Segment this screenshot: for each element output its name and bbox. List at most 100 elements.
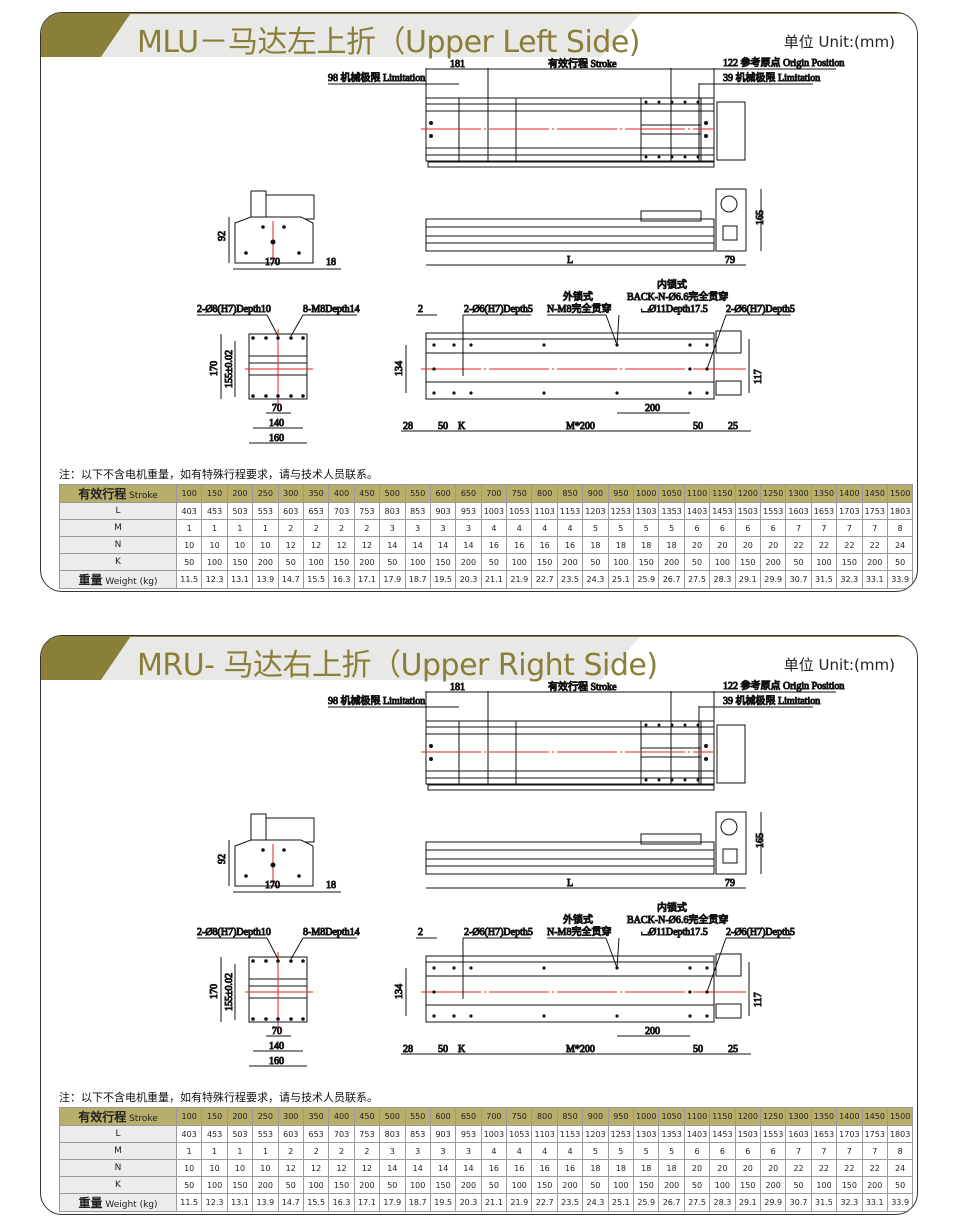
table-cell: 13.1 <box>226 1193 254 1212</box>
table-cell: 1350 <box>810 484 838 503</box>
table-cell: 100 <box>810 1176 838 1194</box>
table-cell: 20 <box>734 1159 761 1177</box>
table-cell: 200 <box>861 553 888 571</box>
table-cell: 150 <box>836 553 863 571</box>
table-cell: 1753 <box>861 502 888 520</box>
table-cell: 1353 <box>658 1125 685 1143</box>
table-cell: 6 <box>683 1142 711 1160</box>
row-header: M <box>59 519 177 537</box>
weight-note: 注：以下不含电机重量，如有特殊行程要求，请与技术人员联系。 <box>59 1091 378 1104</box>
table-cell: 20.3 <box>455 570 482 589</box>
table-cell: 150 <box>429 553 457 571</box>
dim-92: 92 <box>217 854 228 864</box>
table-cell: 553 <box>252 1125 279 1143</box>
table-cell: 1103 <box>531 1125 558 1143</box>
table-cell: 29.1 <box>734 1193 761 1212</box>
table-cell: 200 <box>759 1176 787 1194</box>
table-cell: 50 <box>886 1176 914 1194</box>
section-banner <box>41 13 917 57</box>
table-cell: 1153 <box>556 1125 584 1143</box>
dim-117: 117 <box>753 992 764 1007</box>
table-cell: 5 <box>582 519 609 537</box>
table-cell: 28.3 <box>709 570 736 589</box>
table-cell: 4 <box>480 519 508 537</box>
row-header-en: K <box>115 1180 121 1190</box>
table-cell: 1803 <box>886 502 914 520</box>
dim-25: 25 <box>728 421 738 432</box>
end-view <box>228 190 341 270</box>
table-cell: 16 <box>531 536 558 554</box>
table-cell: 33.1 <box>861 570 888 589</box>
table-cell: 950 <box>607 1107 635 1126</box>
row-header: M <box>59 1142 177 1160</box>
table-cell: 400 <box>328 484 355 503</box>
mounting-end-view <box>197 937 357 1067</box>
table-cell: 50 <box>175 1176 203 1194</box>
table-cell: 100 <box>302 553 330 571</box>
table-cell: 450 <box>353 484 381 503</box>
table-cell: 20 <box>759 536 787 554</box>
dim-79: 79 <box>725 878 735 889</box>
table-cell: 7 <box>861 1142 888 1160</box>
table-cell: 603 <box>277 502 304 520</box>
table-cell: 24.3 <box>582 1193 609 1212</box>
table-cell: 150 <box>531 1176 558 1194</box>
table-cell: 12 <box>277 536 304 554</box>
dim-2: 2 <box>418 927 423 938</box>
dim-28: 28 <box>403 1044 413 1055</box>
table-cell: 900 <box>582 1107 609 1126</box>
table-cell: 850 <box>556 1107 584 1126</box>
table-cell: 12 <box>353 1159 381 1177</box>
table-cell: 22 <box>810 536 838 554</box>
dim-117: 117 <box>753 369 764 384</box>
table-cell: 1703 <box>836 1125 863 1143</box>
row-header: L <box>59 502 177 520</box>
table-cell: 7 <box>810 519 838 537</box>
row-header: 重量 Weight (kg) <box>59 570 177 589</box>
table-cell: 150 <box>201 484 228 503</box>
table-cell: 1300 <box>785 484 812 503</box>
table-cell: 27.5 <box>683 1193 711 1212</box>
table-cell: 200 <box>353 553 381 571</box>
table-cell: 17.1 <box>353 570 381 589</box>
pin-6-right-label: 2-Ø6(H7)Depth5 <box>726 927 795 938</box>
table-cell: 1 <box>226 519 254 537</box>
dim-155: 155±0.02 <box>224 973 235 1011</box>
table-cell: 20 <box>709 1159 736 1177</box>
pin-6-right-label: 2-Ø6(H7)Depth5 <box>726 304 795 315</box>
table-cell: 403 <box>175 502 203 520</box>
table-cell: 18.7 <box>404 570 431 589</box>
table-cell: 10 <box>175 536 203 554</box>
dim-M200: M*200 <box>566 421 595 432</box>
table-cell: 650 <box>455 1107 482 1126</box>
table-cell: 5 <box>658 1142 685 1160</box>
table-cell: 1053 <box>506 1125 533 1143</box>
inner-lock-spec: BACK-N-Ø6.6完全贯穿 <box>627 913 728 926</box>
table-cell: 16 <box>480 1159 508 1177</box>
table-cell: 22 <box>785 536 812 554</box>
table-cell: 1653 <box>810 502 838 520</box>
table-cell: 14.7 <box>277 570 304 589</box>
table-cell: 4 <box>531 519 558 537</box>
dim-200: 200 <box>645 1026 660 1037</box>
table-cell: 1 <box>201 519 228 537</box>
table-cell: 21.9 <box>506 570 533 589</box>
dim-50b: 50 <box>693 421 703 432</box>
table-cell: 250 <box>252 1107 279 1126</box>
table-cell: 150 <box>531 553 558 571</box>
row-header-zh: 重量 <box>78 1196 103 1210</box>
table-cell: 1 <box>252 1142 279 1160</box>
origin-label: 122 参考原点 Origin Position <box>723 679 844 692</box>
table-cell: 500 <box>379 1107 406 1126</box>
table-cell: 300 <box>277 484 304 503</box>
end-view <box>228 813 341 893</box>
row-header-en: Weight (kg) <box>105 1200 158 1210</box>
table-cell: 5 <box>633 1142 660 1160</box>
table-cell: 27.5 <box>683 570 711 589</box>
table-cell: 1400 <box>836 1107 863 1126</box>
table-cell: 453 <box>201 502 228 520</box>
table-cell: 1803 <box>886 1125 914 1143</box>
